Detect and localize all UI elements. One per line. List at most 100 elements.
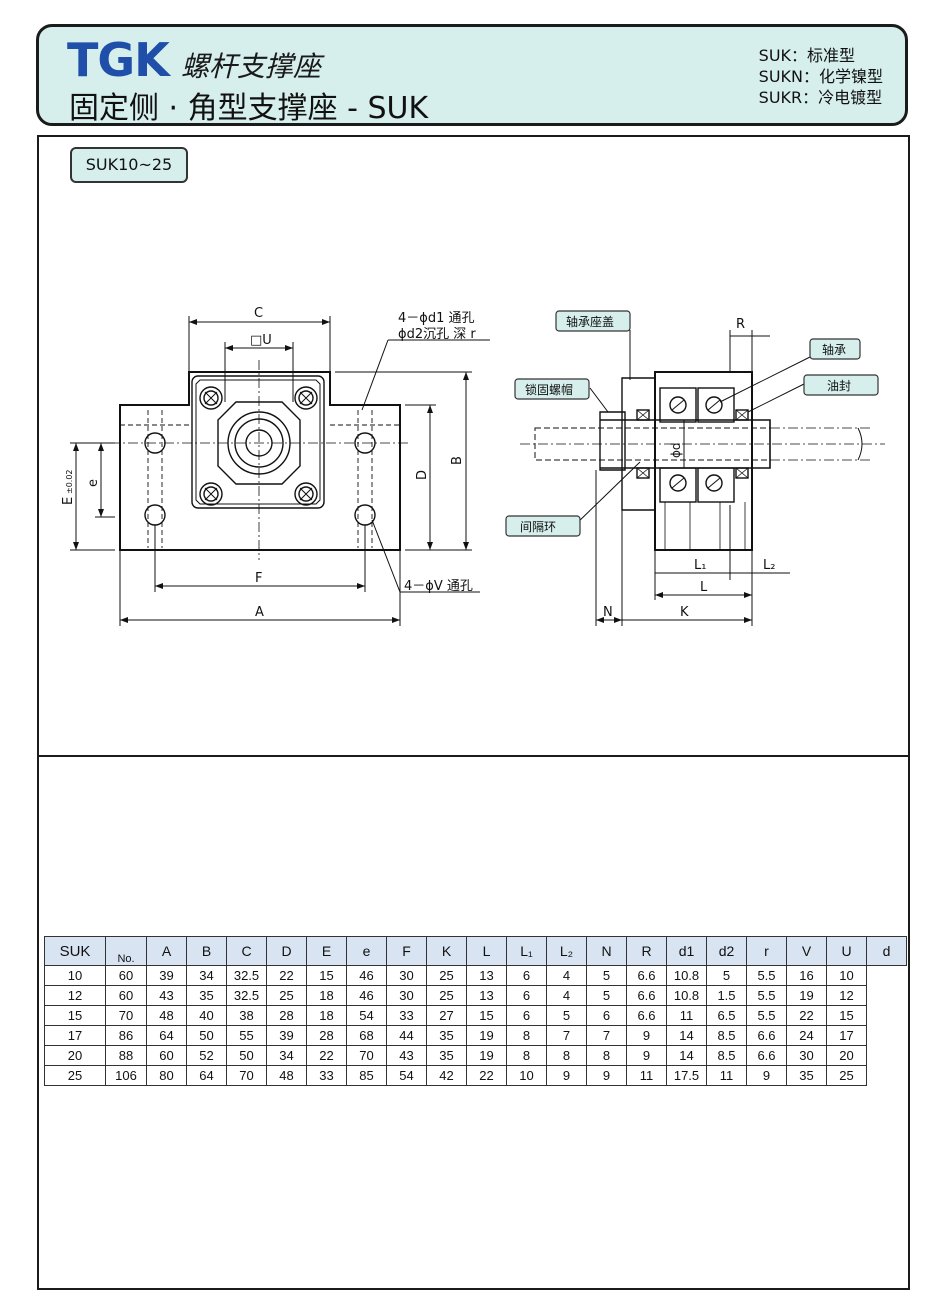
table-cell: 55 (226, 1025, 267, 1046)
table-cell: 5 (546, 1005, 587, 1026)
table-cell: 22 (306, 1045, 347, 1066)
table-cell: 34 (266, 1045, 307, 1066)
table-cell: 12 (826, 985, 867, 1006)
table-cell: 11 (626, 1065, 667, 1086)
callout-spacer: 间隔环 (520, 520, 556, 534)
table-cell: 50 (226, 1045, 267, 1066)
table-cell: 25 (426, 965, 467, 986)
table-cell: 17.5 (666, 1065, 707, 1086)
table-cell: 19 (466, 1025, 507, 1046)
table-cell: 27 (426, 1005, 467, 1026)
table-cell: 68 (346, 1025, 387, 1046)
table-cell: 6.6 (626, 965, 667, 986)
table-cell: 19 (466, 1045, 507, 1066)
table-cell: 43 (386, 1045, 427, 1066)
dim-label-e-upper: E (61, 497, 76, 505)
table-cell: 6.6 (626, 985, 667, 1006)
spec-table: SUK No. A B C D E e F K L L₁ L₂ N R d1 d… (44, 936, 907, 1086)
table-cell: 7 (586, 1025, 627, 1046)
table-cell: 6.6 (746, 1045, 787, 1066)
table-cell: 39 (266, 1025, 307, 1046)
table-cell: 35 (426, 1045, 467, 1066)
table-cell: 8.5 (706, 1045, 747, 1066)
table-cell: 30 (386, 985, 427, 1006)
dim-label-c: C (254, 306, 263, 321)
hole-note-v: 4－ϕV 通孔 (404, 579, 473, 594)
column-header: L₂ (546, 936, 587, 966)
column-header: d2 (706, 936, 747, 966)
technical-drawing: C □U B D e E ±0.02 F A 4－ϕd1 通孔 ϕd2沉孔 深 … (61, 306, 885, 626)
dim-label-d-shaft: ϕd (669, 442, 683, 458)
table-cell: 64 (146, 1025, 187, 1046)
table-cell: 70 (346, 1045, 387, 1066)
table-cell: 38 (226, 1005, 267, 1026)
column-header: U (826, 936, 867, 966)
table-cell: 6.6 (746, 1025, 787, 1046)
column-header: D (266, 936, 307, 966)
table-cell: 17 (826, 1025, 867, 1046)
column-header: B (186, 936, 227, 966)
dim-label-l: L (700, 580, 708, 595)
table-cell: 14 (666, 1045, 707, 1066)
hole-note-d2: ϕd2沉孔 深 r (398, 327, 476, 342)
brand-logo: TGK (67, 33, 170, 87)
table-cell: 106 (105, 1065, 147, 1086)
dim-label-d: D (415, 470, 430, 480)
table-cell: 88 (105, 1045, 147, 1066)
table-cell: 18 (306, 985, 347, 1006)
dim-label-b: B (450, 456, 465, 465)
table-cell: 25 (266, 985, 307, 1006)
table-cell: 6.6 (626, 1005, 667, 1026)
table-cell: 4 (546, 965, 587, 986)
dim-label-f: F (255, 571, 262, 586)
table-cell: 30 (386, 965, 427, 986)
table-cell: 22 (786, 1005, 827, 1026)
table-cell: 34 (186, 965, 227, 986)
table-cell: 5.5 (746, 985, 787, 1006)
table-header-row: SUK No. A B C D E e F K L L₁ L₂ N R d1 d… (44, 936, 907, 966)
table-cell: 39 (146, 965, 187, 986)
table-cell: 6 (506, 1005, 547, 1026)
dim-label-k: K (680, 605, 689, 620)
table-cell: 22 (466, 1065, 507, 1086)
table-cell: 46 (346, 985, 387, 1006)
column-header: A (146, 936, 187, 966)
callout-oil-seal: 油封 (827, 379, 851, 393)
row-model-number: 25 (44, 1065, 106, 1086)
table-cell: 48 (266, 1065, 307, 1086)
table-cell: 15 (826, 1005, 867, 1026)
table-cell: 70 (105, 1005, 147, 1026)
dim-label-a: A (255, 605, 264, 620)
row-model-number: 15 (44, 1005, 106, 1026)
table-cell: 8.5 (706, 1025, 747, 1046)
column-header: K (426, 936, 467, 966)
table-cell: 33 (306, 1065, 347, 1086)
table-cell: 9 (586, 1065, 627, 1086)
table-cell: 5 (706, 965, 747, 986)
table-cell: 32.5 (226, 965, 267, 986)
callout-lock-nut: 锁固螺帽 (525, 382, 573, 397)
table-cell: 70 (226, 1065, 267, 1086)
column-header: V (786, 936, 827, 966)
column-header: L₁ (506, 936, 547, 966)
table-cell: 8 (546, 1045, 587, 1066)
table-cell: 60 (105, 965, 147, 986)
table-cell: 40 (186, 1005, 227, 1026)
column-header: e (346, 936, 387, 966)
product-category: 螺杆支撑座 (181, 50, 322, 83)
table-cell: 42 (426, 1065, 467, 1086)
row-model-number: 20 (44, 1045, 106, 1066)
hole-note-d1: 4－ϕd1 通孔 (398, 311, 475, 326)
table-cell: 54 (386, 1065, 427, 1086)
series-label: SUK (44, 936, 106, 966)
table-cell: 35 (786, 1065, 827, 1086)
column-header: d1 (666, 936, 707, 966)
column-header: F (386, 936, 427, 966)
callout-bearing-cover: 轴承座盖 (566, 314, 614, 329)
table-cell: 5 (586, 965, 627, 986)
